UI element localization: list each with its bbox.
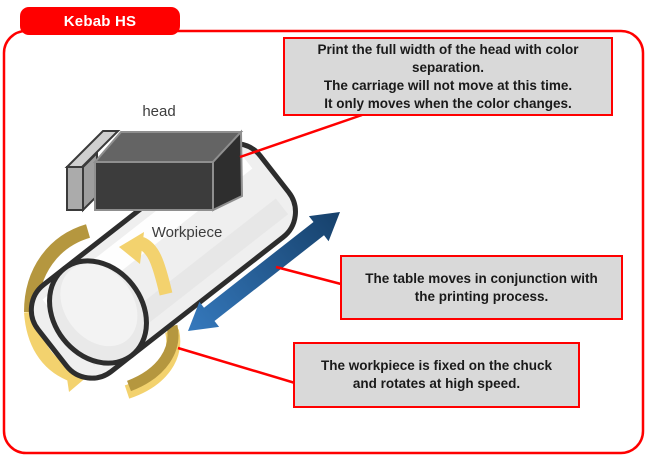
callout-head-behavior: Print the full width of the head with co… [283,37,613,116]
callout-line: The table moves in conjunction with [365,270,598,286]
bracket-front-face [66,166,84,211]
callout-workpiece-rotation: The workpiece is fixed on the chuck and … [293,342,580,408]
head-label: head [142,103,176,120]
callout-line: The carriage will not move at this time. [323,77,573,93]
connector-head-callout [239,113,363,159]
connector-chuck-callout [177,346,296,385]
rotation-arc-front [137,237,173,296]
cylinder-end-highlight [60,263,138,347]
rotation-arrow-right [124,324,181,399]
print-head [92,129,244,212]
callout-line: the printing process. [414,288,549,304]
table-motion-arrow [188,212,340,331]
callout-line: The workpiece is fixed on the chuck [320,358,553,373]
title-text: Kebab HS [63,12,137,30]
head-front-face [94,161,214,211]
rotation-arrowhead-top [119,232,144,264]
callout-line: Print the full width of the head with co… [317,41,579,57]
title-badge: Kebab HS [20,7,180,35]
callout-line: and rotates at high speed. [352,376,521,391]
callout-line: separation. [411,59,485,75]
workpiece-label: Workpiece [151,224,223,241]
callout-table-motion: The table moves in conjunction with the … [340,255,623,320]
connector-table-callout [275,265,342,286]
rotation-arc-dark-right [126,324,179,392]
callout-line: It only moves when the color changes. [324,95,572,111]
rotation-arrow-front [119,232,173,296]
